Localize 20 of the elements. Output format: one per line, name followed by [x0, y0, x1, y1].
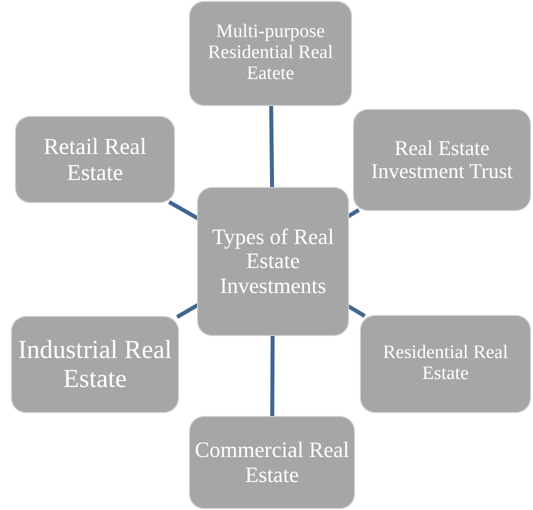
- box-label: Residential Real Estate: [382, 343, 510, 385]
- topic-box: [354, 110, 530, 210]
- topic-box: [361, 316, 530, 412]
- connector-line: [346, 208, 360, 218]
- topic-box: [16, 117, 174, 202]
- box-label: Types of Real Estate Investments: [211, 225, 335, 298]
- box-label: Commercial Real Estate: [194, 438, 350, 487]
- topic-box: [12, 317, 178, 412]
- topic-box: [190, 2, 351, 105]
- box-label: Retail Real Estate: [42, 134, 148, 185]
- connector-line: [270, 334, 275, 418]
- box-label: Real Estate Investment Trust: [370, 136, 514, 184]
- connector-line: [269, 104, 274, 188]
- connector-line: [346, 304, 366, 318]
- connector-line: [176, 303, 199, 319]
- connector-line: [168, 200, 199, 220]
- topic-box: [190, 417, 354, 508]
- box-label: Multi-purpose Residential Real Eatete: [206, 22, 334, 85]
- box-label: Industrial Real Estate: [17, 336, 173, 394]
- central-topic-box: [198, 188, 348, 335]
